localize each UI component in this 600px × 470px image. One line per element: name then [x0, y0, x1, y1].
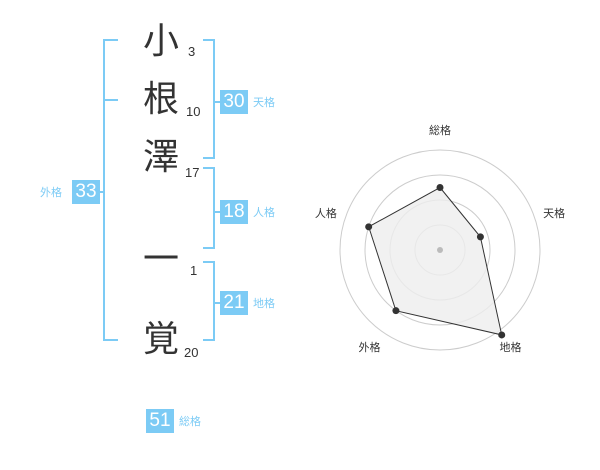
tenkaku-bracket [203, 39, 215, 159]
jinkaku-value: 18 [220, 200, 248, 224]
jinkaku-label: 人格 [253, 206, 275, 219]
radar-grid-ring [364, 174, 516, 326]
gaikaku-value: 33 [72, 180, 100, 204]
name-char-4: 一 [142, 239, 179, 280]
stroke-count-1: 3 [188, 44, 196, 59]
radar-point-2 [476, 233, 484, 241]
outer-bracket [103, 39, 118, 341]
stroke-count-5: 20 [184, 345, 199, 360]
radar-point-3 [498, 331, 506, 339]
name-char-3: 澤 [142, 137, 179, 178]
radar-grid-ring [339, 149, 541, 351]
chikaku-value: 21 [220, 291, 248, 315]
chikaku-label: 地格 [253, 297, 275, 310]
stroke-count-4: 1 [190, 263, 198, 278]
radar-axis-label-3: 地格 [500, 340, 522, 354]
stroke-count-2: 10 [186, 104, 201, 119]
radar-center-dot [437, 247, 443, 253]
name-char-1: 小 [142, 21, 179, 62]
jinkaku-bracket [203, 167, 215, 249]
chikaku-bracket [203, 261, 215, 341]
radar-axis-label-5: 人格 [315, 206, 337, 220]
soukaku-label: 総格 [179, 415, 201, 428]
radar-axis-label-2: 天格 [543, 206, 565, 220]
radar-series-polygon [368, 186, 503, 336]
radar-point-4 [392, 307, 400, 315]
radar-point-1 [436, 184, 444, 191]
tenkaku-value: 30 [220, 90, 248, 114]
name-char-5: 覚 [142, 319, 179, 360]
radar-axis-label-4: 外格 [358, 340, 380, 354]
tenkaku-label: 天格 [253, 96, 275, 109]
radar-axis-label-1: 総格 [429, 123, 451, 137]
soukaku-value: 51 [146, 409, 174, 433]
gaikaku-label: 外格 [40, 186, 62, 199]
name-char-2: 根 [142, 79, 179, 120]
stroke-count-3: 17 [185, 165, 200, 180]
radar-point-5 [365, 223, 373, 231]
